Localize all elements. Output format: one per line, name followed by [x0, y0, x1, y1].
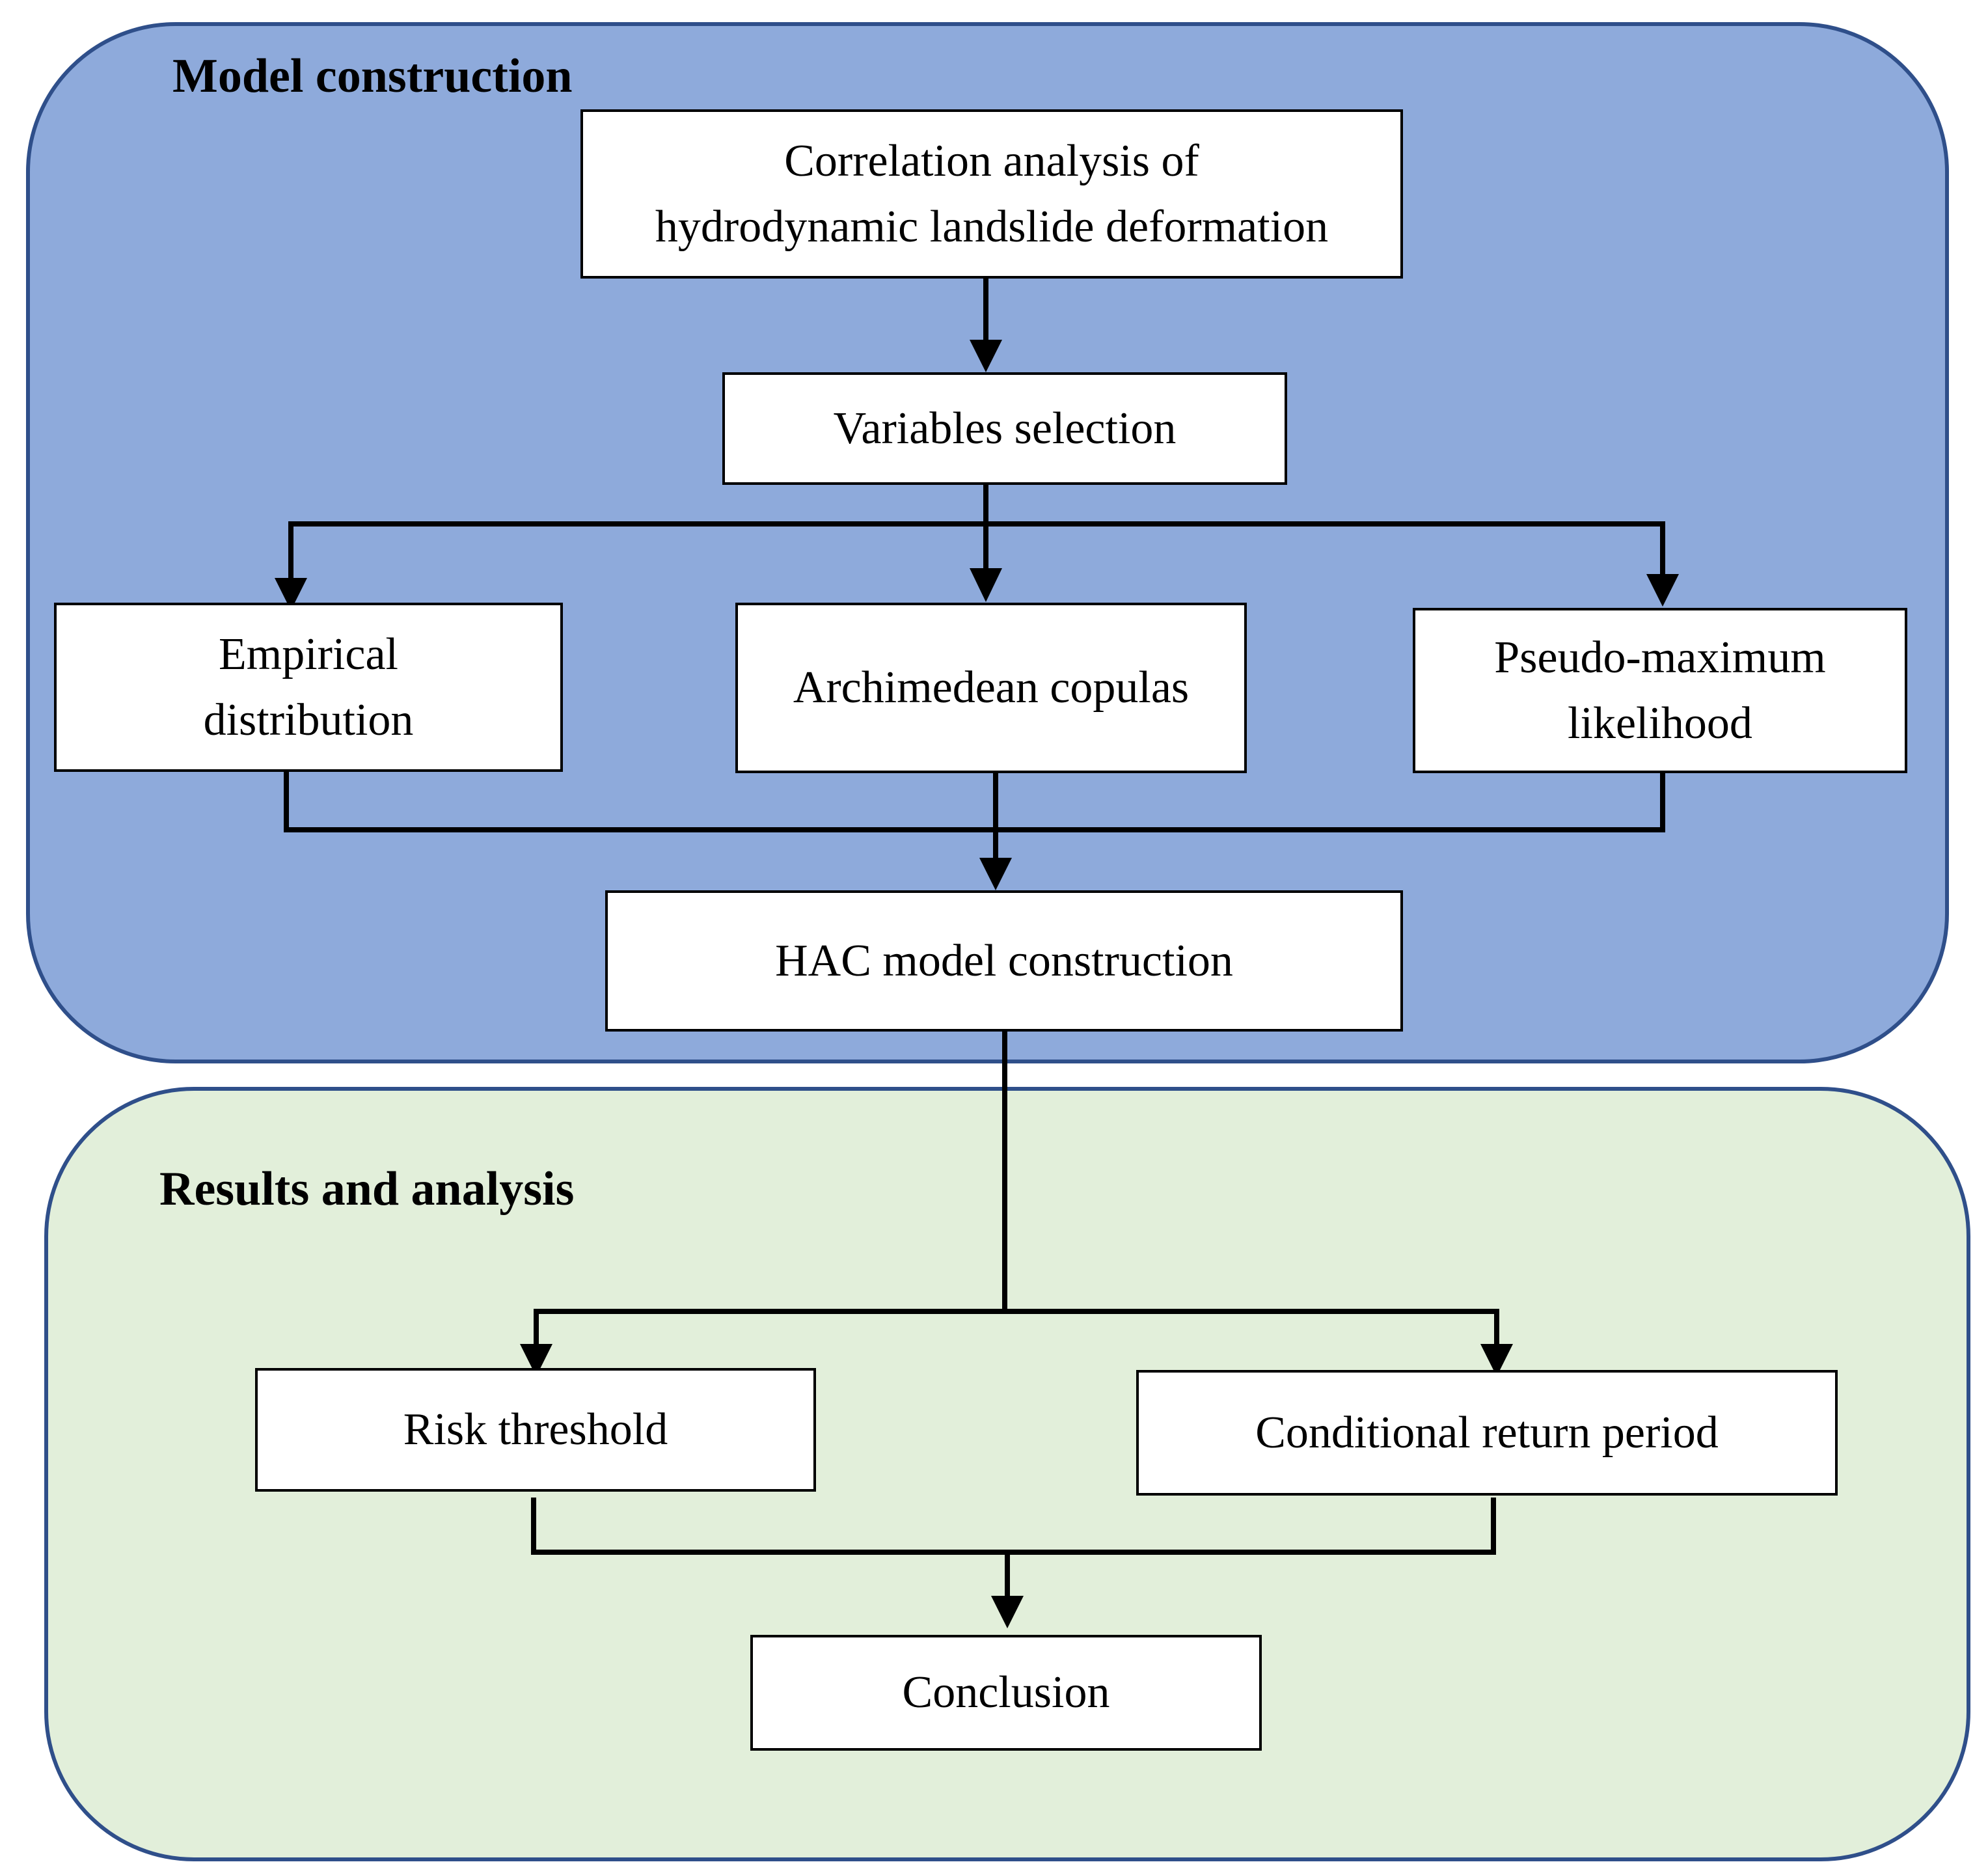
conclusion-label: Conclusion	[902, 1667, 1110, 1718]
model-construction-heading: Model construction	[172, 49, 573, 103]
correlation-line-2: hydrodynamic landslide deformation	[655, 202, 1329, 252]
archimedean-copulas-label: Archimedean copulas	[793, 663, 1190, 713]
conditional-return-period-node: Conditional return period	[1136, 1370, 1838, 1496]
variables-selection-label: Variables selection	[833, 403, 1177, 454]
conditional-return-period-label: Conditional return period	[1255, 1407, 1719, 1458]
risk-threshold-node: Risk threshold	[255, 1368, 816, 1492]
correlation-line-1: Correlation analysis of	[784, 135, 1199, 186]
archimedean-copulas-node: Archimedean copulas	[735, 603, 1247, 773]
pseudo-line-2: likelihood	[1568, 698, 1752, 748]
pseudo-line-1: Pseudo-maximum	[1494, 632, 1826, 683]
hac-model-construction-node: HAC model construction	[605, 890, 1403, 1032]
empirical-line-1: Empirical	[218, 629, 398, 679]
correlation-analysis-node: Correlation analysis of hydrodynamic land…	[580, 109, 1403, 279]
results-analysis-heading: Results and analysis	[159, 1162, 575, 1216]
hac-model-construction-label: HAC model construction	[775, 935, 1233, 986]
empirical-distribution-node: Empirical distribution	[54, 603, 563, 772]
empirical-line-2: distribution	[203, 695, 414, 745]
conclusion-node: Conclusion	[750, 1635, 1262, 1751]
risk-threshold-label: Risk threshold	[403, 1404, 668, 1455]
variables-selection-node: Variables selection	[722, 372, 1287, 485]
pseudo-maximum-likelihood-node: Pseudo-maximum likelihood	[1413, 608, 1907, 773]
